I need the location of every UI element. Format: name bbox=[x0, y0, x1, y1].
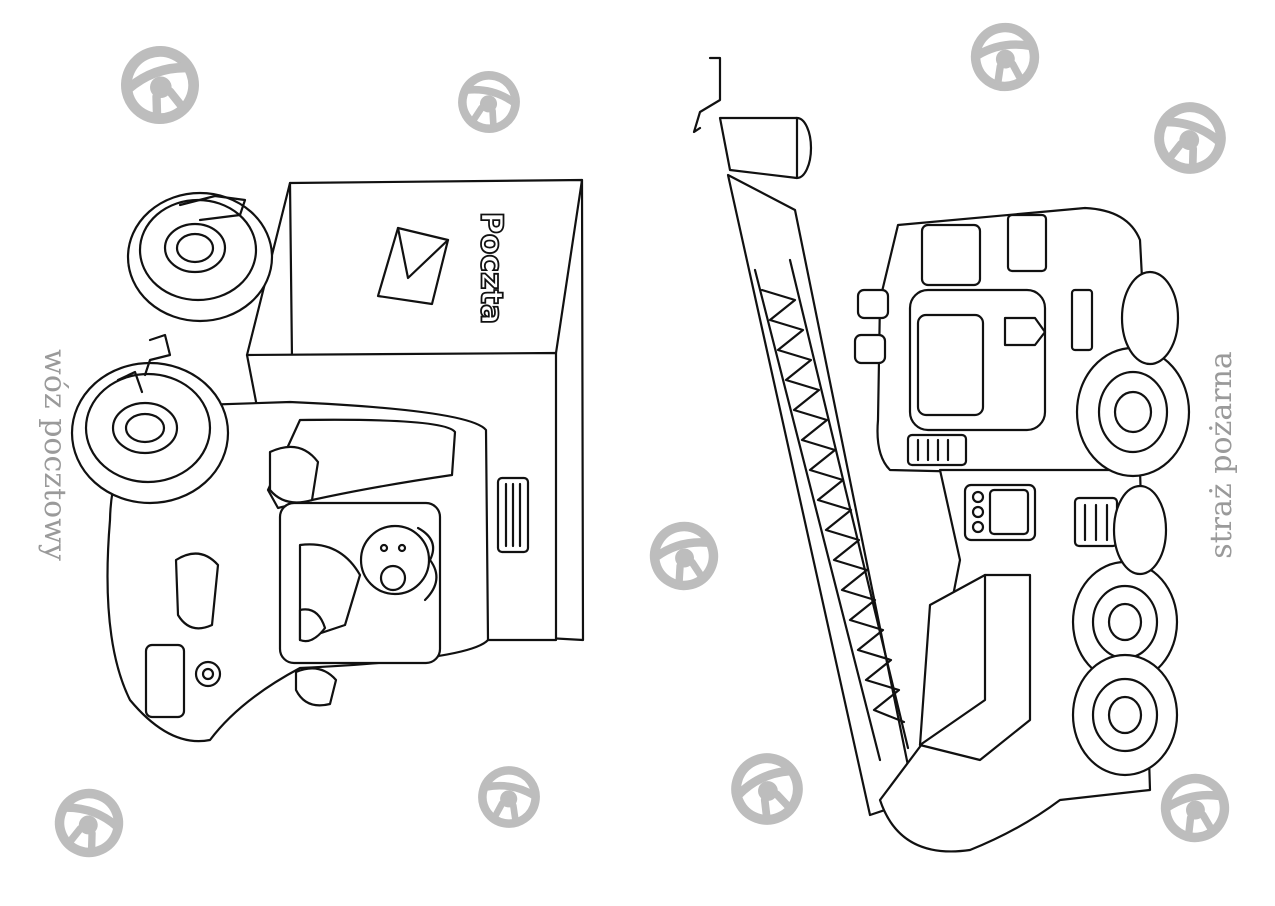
caption-mail-truck: wóz pocztowy bbox=[37, 349, 72, 561]
envelope-icon bbox=[376, 226, 450, 306]
mail-sign-label: Poczta bbox=[474, 212, 509, 324]
fire-truck-drawing bbox=[692, 56, 1191, 853]
mail-truck-drawing bbox=[70, 178, 585, 743]
caption-fire-truck: straż pożarna bbox=[1204, 351, 1239, 559]
